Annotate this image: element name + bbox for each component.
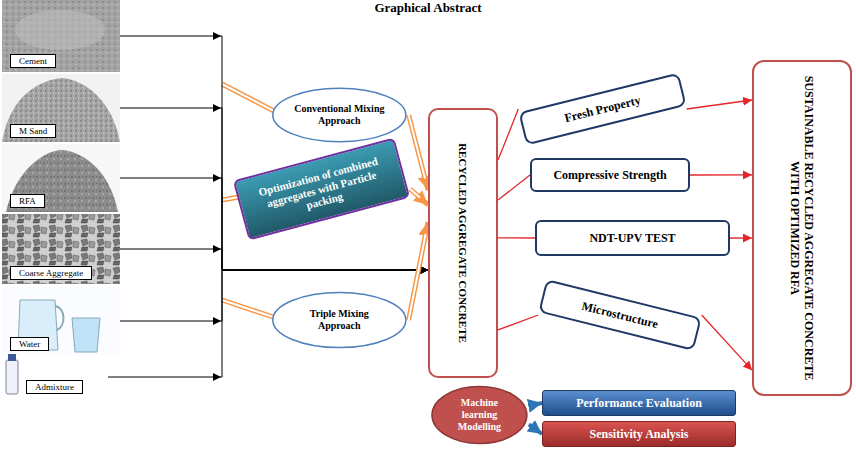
node-label: Conventional Mixing Approach	[293, 103, 385, 127]
result-box: Sensitivity Analysis	[542, 421, 736, 447]
node-label: Cement	[10, 54, 56, 68]
connector-line	[108, 270, 428, 377]
concrete-box: RECYCLED AGGREGATE CONCRETE	[428, 108, 498, 378]
connector-inner-line	[410, 189, 420, 198]
diagram-title: Graphical Abstract	[0, 0, 856, 15]
node-label: Sensitivity Analysis	[589, 427, 688, 441]
cement-photo	[2, 0, 120, 72]
property-box: Fresh Property	[518, 73, 686, 146]
ellipse-shape	[432, 386, 527, 443]
admixture-bottle	[6, 354, 18, 394]
connector-inner-line	[409, 234, 426, 320]
method-ellipse: Conventional Mixing Approach	[270, 86, 409, 144]
model-arrow	[529, 403, 542, 406]
connector-line	[498, 109, 518, 160]
node-label: Microstructure	[580, 299, 659, 332]
node-label: Optimization of combined aggregates with…	[244, 151, 400, 228]
connector-line	[409, 222, 428, 320]
connector-line	[120, 36, 428, 270]
msand-photo	[2, 74, 120, 142]
ml-ellipse: Machine learning Modelling	[430, 384, 529, 446]
material-photo-frame: Admixture	[18, 356, 108, 398]
connector-line	[498, 315, 538, 330]
connector-inner-line	[409, 115, 425, 178]
mixing-arrow	[410, 189, 428, 205]
node-label: Admixture	[26, 380, 83, 394]
node-label: Triple Mixing Approach	[293, 308, 385, 332]
result-arrow	[498, 175, 530, 200]
result-arrow	[730, 238, 752, 239]
rfa-photo	[2, 144, 120, 212]
node-label: Water	[10, 337, 49, 351]
feed-line	[120, 249, 428, 270]
mixing-arrow	[409, 222, 428, 320]
connector-line	[702, 315, 752, 370]
node-label: SUSTAINABLE RECYCLED AGGREGATE CONCRETE …	[788, 68, 816, 388]
property-box: Microstructure	[538, 279, 701, 351]
material-photo-frame: Coarse Aggregate	[2, 214, 120, 284]
connector-line	[409, 115, 428, 190]
node-label: RECYCLED AGGREGATE CONCRETE	[457, 116, 470, 370]
outcome-box: SUSTAINABLE RECYCLED AGGREGATE CONCRETE …	[752, 60, 852, 396]
material-photo-frame: Cement	[2, 0, 120, 72]
connector-line	[410, 189, 428, 205]
result-arrow	[702, 315, 752, 370]
node-label: Performance Evaluation	[576, 396, 702, 410]
material-photo-frame: M Sand	[2, 74, 120, 142]
result-arrow	[498, 109, 518, 160]
node-label: Machine learning Modelling	[447, 397, 511, 432]
connector-line	[120, 249, 428, 270]
model-arrow	[529, 424, 542, 434]
result-arrow	[498, 237, 535, 238]
connector-line	[498, 175, 530, 200]
feed-line	[108, 270, 428, 377]
mixing-arrow	[409, 115, 428, 190]
connector-line	[730, 237, 752, 238]
node-label: M Sand	[10, 124, 56, 138]
feed-line	[120, 36, 428, 270]
property-box: NDT-UPV TEST	[535, 220, 730, 256]
connector-line	[687, 100, 752, 109]
connector-line	[690, 174, 752, 175]
connector-line	[529, 424, 542, 434]
method-ellipse: Triple Mixing Approach	[270, 290, 409, 350]
result-arrow	[690, 174, 752, 175]
bracket-arrowheads	[213, 32, 221, 381]
node-label: NDT-UPV TEST	[589, 231, 675, 245]
ellipse-shape	[273, 88, 406, 141]
ellipse-shape	[273, 292, 406, 347]
connector-line	[498, 237, 535, 238]
material-photo-frame: Water	[2, 287, 120, 355]
result-arrow	[498, 315, 538, 330]
coarse-aggregate-photo	[2, 214, 120, 284]
water-photo	[2, 287, 120, 355]
connector-line	[529, 403, 542, 406]
result-box: Performance Evaluation	[542, 390, 736, 416]
node-label: Fresh Property	[563, 93, 642, 126]
material-photo-frame: RFA	[2, 144, 120, 212]
result-arrow	[687, 100, 752, 109]
node-label: Coarse Aggregate	[10, 266, 92, 280]
optimization-box: Optimization of combined aggregates with…	[233, 137, 410, 240]
node-label: Compressive Strength	[553, 168, 666, 182]
property-box: Compressive Strength	[530, 158, 690, 192]
node-label: RFA	[10, 194, 45, 208]
